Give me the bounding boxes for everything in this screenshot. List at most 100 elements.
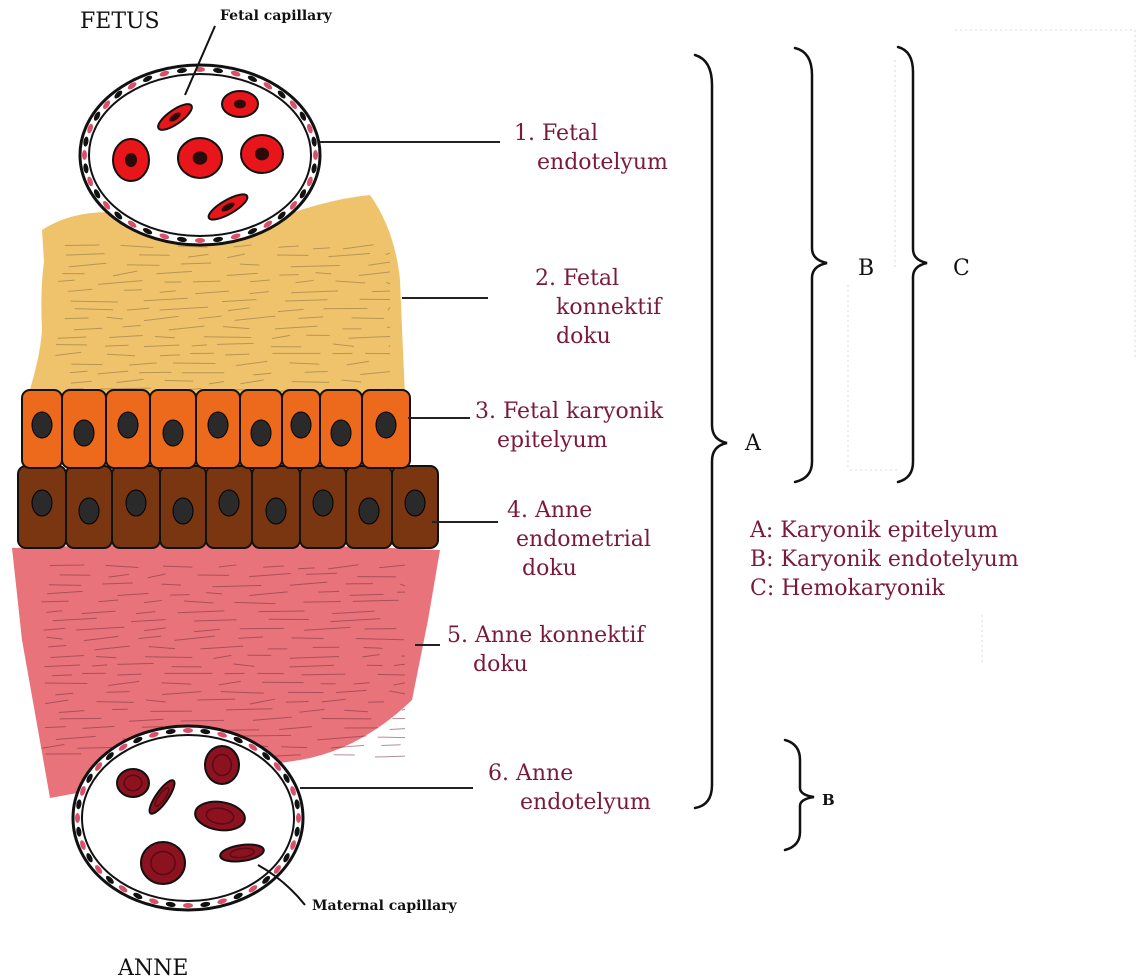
chorionic-nucleus — [331, 420, 351, 446]
fiber-stroke — [303, 601, 340, 602]
endothelial-nucleus — [75, 813, 80, 823]
maternal-capillary — [73, 726, 303, 910]
layer-2-label: 2. Fetal konnektif doku — [535, 266, 668, 349]
layer-3-line-1: 3. Fetal karyonik — [475, 399, 664, 424]
fiber-stroke — [170, 595, 189, 596]
layer-3-line-2: epitelyum — [497, 428, 608, 453]
endometrial-nucleus — [313, 490, 333, 516]
fetal-rbc-nucleus — [193, 151, 208, 164]
brackets — [695, 47, 927, 850]
maternal-rbc — [141, 842, 185, 884]
fiber-stroke — [378, 737, 405, 738]
fiber-stroke — [352, 318, 384, 319]
fiber-stroke — [242, 735, 291, 736]
chorionic-nucleus — [118, 412, 138, 438]
layer-5-line-1: 5. Anne konnektif — [447, 623, 646, 648]
legend-item-a: A: Karyonik epitelyum — [749, 518, 998, 543]
fiber-stroke — [372, 291, 390, 292]
layer-5-label: 5. Anne konnektif doku — [447, 623, 652, 677]
maternal-rbc — [117, 769, 149, 797]
brace-c-label: C — [953, 256, 970, 281]
layer-4-line-1: 4. Anne — [507, 498, 592, 523]
brace-c — [898, 47, 927, 482]
fiber-stroke — [127, 265, 159, 266]
chorionic-nucleus — [163, 420, 183, 446]
maternal-capillary-label: Maternal capillary — [312, 898, 458, 914]
maternal-capillary-lumen — [82, 735, 294, 901]
endometrial-nucleus — [359, 498, 379, 524]
brace-b-small — [785, 740, 814, 850]
fiber-stroke — [107, 692, 130, 693]
fetal-capillary — [80, 65, 320, 245]
chorionic-epithelium-cell-row — [22, 390, 410, 468]
chorionic-nucleus — [376, 412, 396, 438]
chorionic-nucleus — [32, 412, 52, 438]
endometrial-nucleus — [79, 498, 99, 524]
fetal-rbc-nucleus — [234, 100, 246, 109]
endothelial-nucleus — [183, 728, 193, 733]
anne-label: ANNE — [117, 956, 188, 980]
fiber-stroke — [279, 275, 298, 276]
layer-3-label: 3. Fetal karyonik epitelyum — [475, 399, 670, 453]
chorionic-nucleus — [208, 412, 228, 438]
chorionic-nucleus — [291, 412, 311, 438]
layer-2-line-3: doku — [556, 324, 611, 349]
layer-6-line-1: 6. Anne — [488, 761, 573, 786]
fiber-stroke — [142, 727, 163, 728]
layer-1-line-1: 1. Fetal — [514, 121, 598, 146]
layer-6-line-2: endotelyum — [520, 790, 651, 815]
endometrial-nucleus — [266, 498, 286, 524]
brace-b-small-label: B — [822, 791, 835, 809]
fiber-stroke — [259, 611, 305, 612]
fiber-stroke — [145, 657, 192, 658]
brace-a-label: A — [744, 431, 762, 456]
fetal-capillary-label: Fetal capillary — [220, 8, 333, 24]
endometrial-nucleus — [126, 490, 146, 516]
layer-6-label: 6. Anne endotelyum — [488, 761, 651, 815]
endothelial-nucleus — [183, 903, 193, 908]
brace-b-label: B — [858, 256, 874, 281]
layer-4-line-3: doku — [522, 556, 577, 581]
endometrial-cell-row — [18, 466, 438, 548]
fiber-stroke — [223, 730, 259, 731]
fiber-stroke — [381, 745, 400, 746]
layer-5-line-2: doku — [473, 652, 528, 677]
brace-a — [695, 55, 727, 808]
fiber-stroke — [390, 729, 405, 730]
endothelial-nucleus — [195, 238, 205, 243]
endothelial-nucleus — [313, 150, 318, 160]
layer-1-line-2: endotelyum — [537, 150, 668, 175]
fetus-label: FETUS — [80, 9, 160, 34]
fetal-rbc-nucleus — [255, 148, 269, 161]
fiber-stroke — [65, 318, 89, 319]
fiber-stroke — [49, 585, 81, 586]
fiber-stroke — [181, 720, 224, 721]
legend: A: Karyonik epitelyum B: Karyonik endote… — [749, 518, 1019, 601]
brace-b — [795, 48, 827, 482]
endometrial-nucleus — [173, 498, 193, 524]
fiber-stroke — [204, 337, 251, 338]
layer-4-label: 4. Anne endometrial doku — [507, 498, 658, 581]
endometrial-nucleus — [32, 490, 52, 516]
endometrial-nucleus — [219, 490, 239, 516]
layer-1-label: 1. Fetal endotelyum — [514, 121, 668, 175]
chorionic-nucleus — [74, 420, 94, 446]
legend-item-b: B: Karyonik endotelyum — [750, 547, 1019, 572]
chorionic-nucleus — [251, 420, 271, 446]
layer-2-line-1: 2. Fetal — [535, 266, 619, 291]
fiber-stroke — [139, 372, 171, 373]
fiber-stroke — [124, 290, 142, 291]
layer-2-line-2: konnektif — [556, 295, 663, 320]
layer-labels: 1. Fetal endotelyum 2. Fetal konnektif d… — [447, 121, 670, 815]
fiber-stroke — [378, 674, 405, 675]
fiber-stroke — [305, 372, 328, 373]
fetal-rbc-nucleus — [125, 153, 137, 167]
endometrial-nucleus — [405, 490, 425, 516]
legend-item-c: C: Hemokaryonik — [750, 576, 945, 601]
endothelial-nucleus — [82, 150, 87, 160]
fiber-stroke — [291, 638, 323, 639]
fiber-stroke — [402, 709, 405, 710]
fiber-stroke — [375, 756, 405, 757]
layer-4-line-2: endometrial — [516, 527, 651, 552]
